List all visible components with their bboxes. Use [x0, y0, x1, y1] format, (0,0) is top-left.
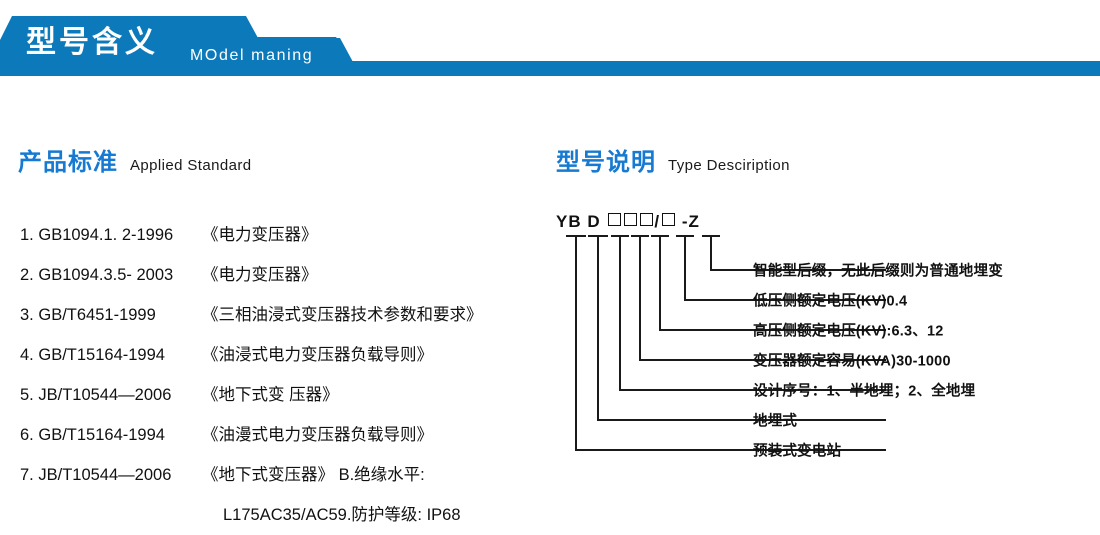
type-description-diagram: YB D / -Z: [548, 212, 1093, 462]
standard-code: 3. GB/T6451-1999: [20, 295, 202, 335]
standard-number: JB/T10544—2006: [38, 386, 172, 404]
standard-index: 4.: [20, 346, 34, 364]
model-second: D: [587, 212, 601, 231]
standard-index: 3.: [20, 306, 34, 324]
standard-name: 《三相油浸式变压器技术参数和要求》: [202, 306, 483, 324]
leader-label-rated-capacity: 变压器额定容易(KVA)30-1000: [753, 353, 951, 370]
leader-label-intelligent-suffix: 智能型后缀，无此后缀则为普通地埋变: [753, 263, 1003, 280]
standard-name: 《电力变压器》: [202, 266, 318, 284]
model-suffix: Z: [688, 212, 700, 231]
standard-number: GB1094.1. 2-1996: [38, 226, 174, 244]
leader-label-lv-rated-voltage: 低压侧额定电压(KV)0.4: [753, 293, 908, 310]
banner-title: 型号含义: [26, 26, 158, 59]
section-title-cn-right: 型号说明: [556, 149, 656, 176]
standard-index: 1.: [20, 226, 34, 244]
standard-number: GB/T6451-1999: [38, 306, 156, 324]
list-item: 5. JB/T10544—2006《地下式变 压器》: [20, 375, 550, 415]
model-box-4: [661, 213, 675, 226]
standard-name: 《地下式变压器》 B.绝缘水平:: [202, 466, 425, 484]
model-prefix: YB: [556, 212, 582, 231]
standard-name: 《电力变压器》: [202, 226, 318, 244]
model-box-1: [607, 213, 621, 226]
model-code: YB D / -Z: [556, 212, 700, 232]
leader-label-design-serial: 设计序号：1、半地埋；2、全地埋: [753, 383, 976, 400]
leader-line-graph: [566, 235, 886, 451]
standard-number: JB/T10544—2006: [38, 466, 172, 484]
standard-number: GB1094.3.5- 2003: [38, 266, 174, 284]
list-item: 3. GB/T6451-1999《三相油浸式变压器技术参数和要求》: [20, 295, 550, 335]
leader-label-buried-type: 地埋式: [753, 413, 798, 430]
standards-continuation-line: L175AC35/AC59.防护等级: IP68: [223, 506, 461, 524]
leader-label-prefab-substation: 预装式变电站: [753, 443, 842, 460]
banner-subtitle: MOdel maning: [190, 47, 314, 64]
section-title-en-left: Applied Standard: [130, 157, 252, 174]
standard-code: 6. GB/T15164-1994: [20, 415, 202, 455]
standard-code: 7. JB/T10544—2006: [20, 455, 202, 495]
standard-code: 4. GB/T15164-1994: [20, 335, 202, 375]
standard-code: 5. JB/T10544—2006: [20, 375, 202, 415]
list-item: 1. GB1094.1. 2-1996《电力变压器》: [20, 215, 550, 255]
standard-number: GB/T15164-1994: [38, 346, 165, 364]
model-box-3: [639, 213, 653, 226]
list-item: 2. GB1094.3.5- 2003《电力变压器》: [20, 255, 550, 295]
leader-label-hv-rated-voltage: 高压侧额定电压(KV):6.3、12: [753, 323, 944, 340]
model-dash: -: [681, 212, 689, 231]
standard-code: 1. GB1094.1. 2-1996: [20, 215, 202, 255]
standards-list: 1. GB1094.1. 2-1996《电力变压器》 2. GB1094.3.5…: [20, 215, 550, 535]
list-item: 6. GB/T15164-1994《油漫式电力变压器负载导则》: [20, 415, 550, 455]
page-banner: 型号含义 MOdel maning: [0, 0, 1100, 100]
standard-name: 《地下式变 压器》: [202, 386, 339, 404]
standard-code: 2. GB1094.3.5- 2003: [20, 255, 202, 295]
model-slash: /: [654, 212, 661, 231]
model-box-2: [623, 213, 637, 226]
section-heading-applied-standard: 产品标准 Applied Standard: [18, 142, 252, 177]
standard-index: 5.: [20, 386, 34, 404]
standard-name: 《油漫式电力变压器负载导则》: [202, 426, 433, 444]
section-title-en-right: Type Desciription: [668, 157, 790, 174]
standard-number: GB/T15164-1994: [38, 426, 165, 444]
banner-shape: [0, 16, 1100, 76]
section-heading-type-description: 型号说明 Type Desciription: [556, 142, 790, 177]
standard-index: 7.: [20, 466, 34, 484]
list-item: 7. JB/T10544—2006《地下式变压器》 B.绝缘水平:: [20, 455, 550, 495]
standard-index: 2.: [20, 266, 34, 284]
standard-index: 6.: [20, 426, 34, 444]
section-title-cn-left: 产品标准: [18, 149, 118, 176]
list-item: 4. GB/T15164-1994《油浸式电力变压器负载导则》: [20, 335, 550, 375]
standard-name: 《油浸式电力变压器负载导则》: [202, 346, 433, 364]
